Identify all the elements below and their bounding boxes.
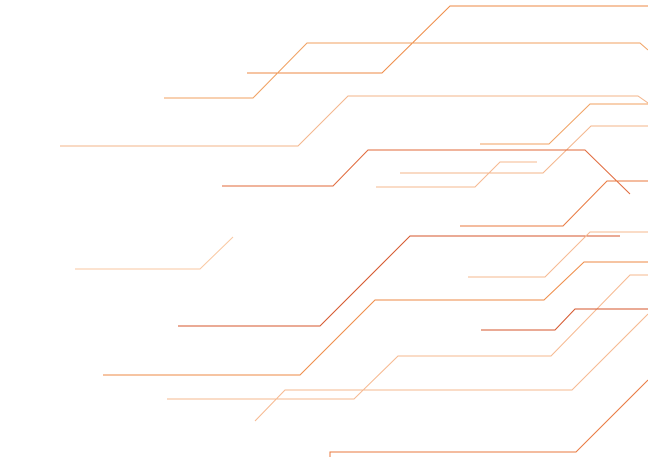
circuit-trace	[164, 42, 648, 99]
circuit-trace	[60, 95, 648, 147]
circuit-trace	[167, 274, 648, 400]
circuit-trace	[222, 149, 631, 195]
circuit-trace	[247, 5, 648, 74]
circuit-trace	[254, 313, 648, 422]
circuit-trace	[480, 103, 648, 145]
circuit-trace	[376, 161, 537, 188]
circuit-trace	[468, 231, 648, 278]
circuit-trace	[178, 235, 620, 327]
circuit-trace	[481, 308, 648, 331]
circuit-trace	[103, 261, 648, 376]
circuit-trace	[75, 236, 234, 270]
circuit-trace	[460, 180, 648, 227]
circuit-trace	[329, 379, 648, 457]
